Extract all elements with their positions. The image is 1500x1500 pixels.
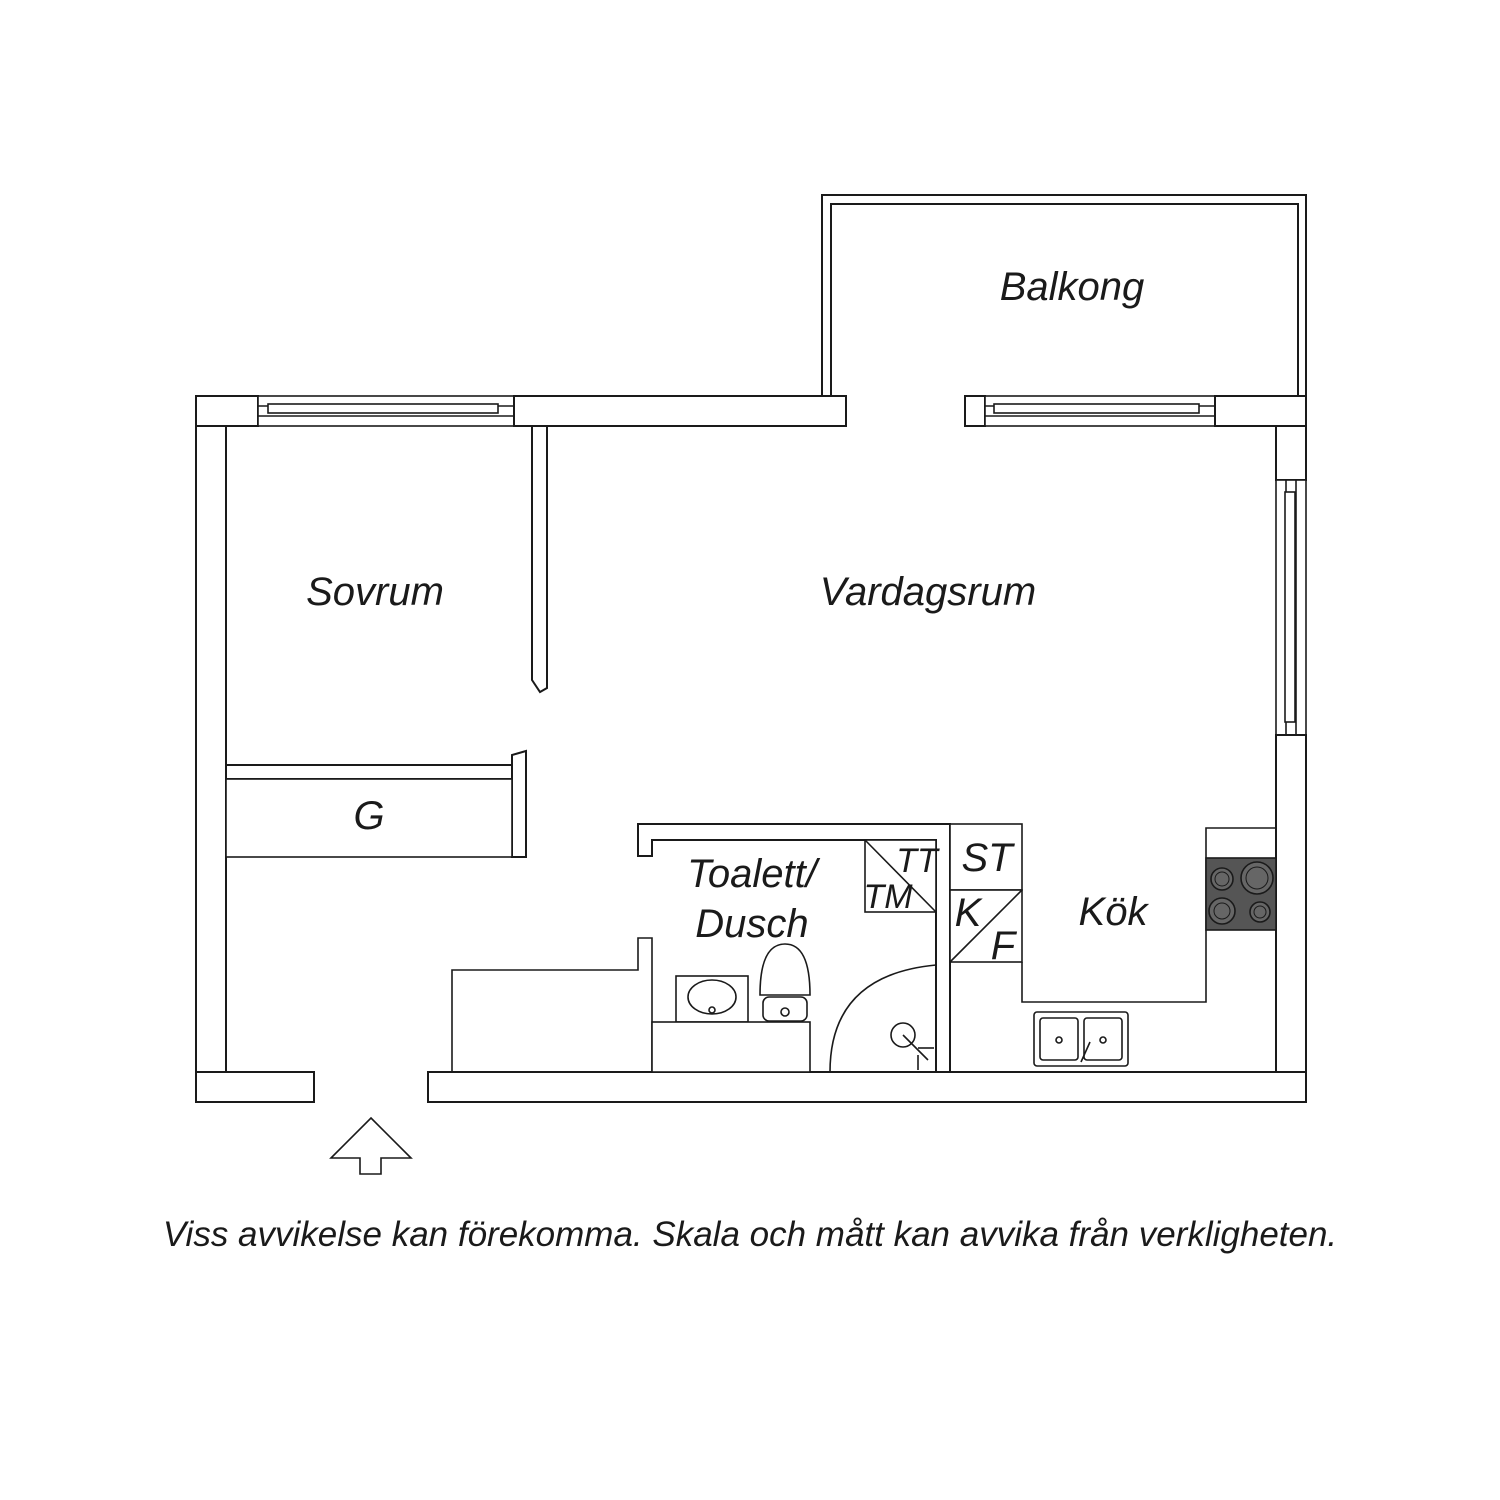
vanity-counter (651, 1021, 811, 1073)
fridge-freezer (949, 889, 1023, 963)
living-room-label: Vardagsrum (820, 570, 1036, 614)
wardrobe (225, 778, 513, 858)
bedroom-label: Sovrum (306, 570, 444, 614)
bedroom-walls (225, 425, 548, 858)
side-window (1275, 479, 1307, 736)
shower (829, 964, 937, 1073)
outer-walls (195, 395, 1307, 1103)
bathroom-label-line2: Dusch (695, 902, 808, 946)
kitchen-label: Kök (1079, 890, 1150, 934)
storage-label: ST (961, 836, 1015, 880)
hall-step (428, 937, 653, 1073)
disclaimer-text: Viss avvikelse kan förekomma. Skala och … (162, 1215, 1338, 1254)
fridge-label: K (955, 891, 984, 935)
stove (1205, 857, 1277, 931)
toilet (759, 943, 811, 1022)
wardrobe-label: G (353, 794, 384, 838)
living-room-window (984, 395, 1216, 427)
washer-label: TM (863, 878, 913, 916)
sink (675, 975, 749, 1023)
kitchen-counter (1021, 827, 1276, 1003)
dryer-label: TT (896, 842, 940, 880)
washer-dryer (864, 839, 937, 913)
balcony-label: Balkong (1000, 265, 1145, 309)
storage-cabinet (949, 823, 1023, 891)
bedroom-window (257, 395, 515, 427)
freezer-label: F (991, 924, 1018, 968)
kitchen-sink (1033, 1011, 1129, 1067)
bathroom-label-line1: Toalett/ (687, 852, 821, 896)
entrance-arrow-icon (329, 1116, 413, 1175)
